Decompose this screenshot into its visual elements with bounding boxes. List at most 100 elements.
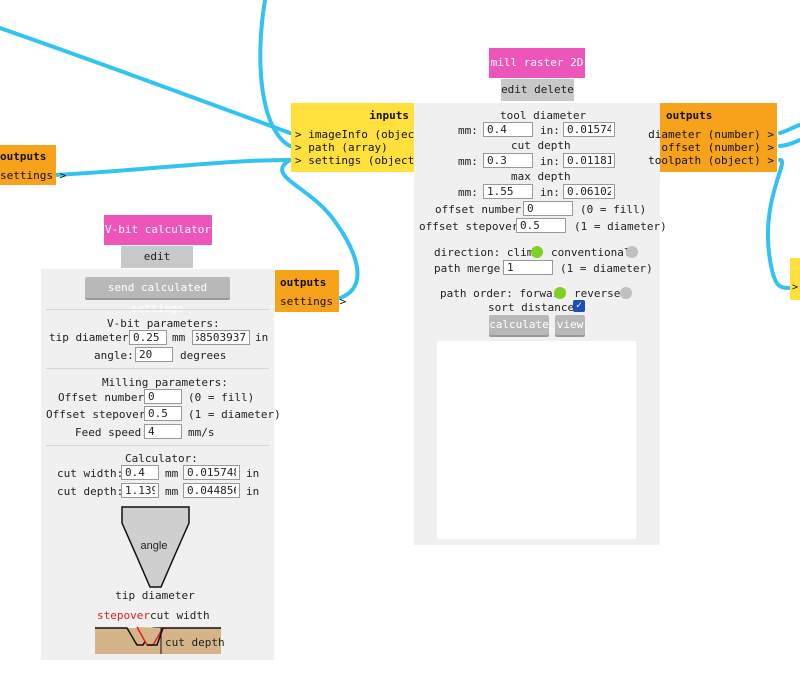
cut-profile-right [147, 627, 221, 646]
wire-settings-to-settings [53, 158, 292, 177]
feed-speed-input[interactable] [144, 424, 182, 439]
offset-number-label: offset number: [435, 203, 528, 216]
mm-label: mm: [458, 124, 478, 137]
cut-depth-in-input[interactable] [563, 153, 615, 168]
wire-diameter-out [778, 123, 800, 135]
offset-stepover-hint: (1 = diameter) [574, 220, 667, 233]
cut-depth-in-input[interactable] [183, 483, 240, 498]
mill-outputs-block: outputs diameter (number) > offset (numb… [648, 103, 777, 172]
cut-width-in-input[interactable] [183, 465, 240, 480]
offset-number-hint: (0 = fill) [580, 203, 647, 216]
in-label: in: [540, 186, 560, 199]
mm-label: mm: [458, 155, 478, 168]
path-merge-label: path merge: [434, 262, 507, 275]
sort-distance-label: sort distance: [488, 301, 581, 314]
mill-inputs-block: inputs > imageInfo (object) > path (arra… [291, 103, 427, 172]
tool-diameter-mm-input[interactable] [483, 122, 533, 137]
conventional-label: conventional [551, 246, 631, 259]
vbit-edit-delete-button[interactable]: edit delete [121, 246, 193, 285]
offset-stepover-hint: (1 = diameter) [188, 408, 281, 421]
tool-diameter-heading: tool diameter [500, 109, 587, 122]
vbit-outputs-settings[interactable]: settings > [280, 295, 347, 308]
conventional-radio[interactable] [626, 246, 638, 258]
mm-unit: mm [165, 467, 179, 480]
offset-number-input[interactable] [144, 389, 182, 404]
tip-diameter-mm-input[interactable] [129, 330, 167, 345]
mill-inputs-title: inputs [369, 109, 409, 122]
left-outputs-block: outputs settings > [0, 145, 66, 185]
mm-unit: mm [165, 485, 179, 498]
in-label: in: [540, 124, 560, 137]
input-path[interactable]: > path (array) [295, 141, 388, 154]
cut-depth-heading: cut depth [511, 139, 571, 152]
input-imageinfo[interactable]: > imageInfo (object) [295, 128, 428, 141]
send-calculated-settings-button[interactable]: send calculated settings [85, 277, 230, 315]
cut-width-label: cut width: [57, 467, 124, 480]
mm-label: mm: [458, 186, 478, 199]
vbit-outputs-title: outputs [280, 276, 327, 289]
mill-panel: tool diameter mm: in: cut depth mm: in: … [414, 103, 667, 545]
output-diameter[interactable]: diameter (number) > [648, 128, 774, 141]
calculate-button[interactable]: calculate [489, 315, 549, 335]
toolpath-preview-canvas[interactable] [437, 341, 636, 539]
path-order-label: path order: forward [440, 287, 566, 300]
in-label: in: [540, 155, 560, 168]
tip-diameter-label: tip diameter: [49, 331, 136, 344]
vbit-outputs-block: outputs settings > [275, 270, 346, 312]
cut-depth-mm-input[interactable] [483, 153, 533, 168]
degrees-unit: degrees [180, 349, 227, 362]
reverse-label: reverse [574, 287, 621, 300]
separator [46, 309, 269, 310]
right-edge-block: > [790, 258, 800, 300]
vbit-panel: send calculated settings V-bit parameter… [41, 269, 281, 660]
mill-title[interactable]: mill raster 2D [489, 48, 585, 78]
cut-width-mm-input[interactable] [121, 465, 159, 480]
vbit-title[interactable]: V-bit calculator [104, 215, 212, 245]
diagram-angle-label: angle [141, 540, 168, 552]
path-merge-hint: (1 = diameter) [560, 262, 653, 275]
output-offset[interactable]: offset (number) > [661, 141, 774, 154]
in-unit: in [255, 331, 269, 344]
wire-top-to-path [258, 0, 292, 148]
vbit-tool-shape [121, 506, 190, 588]
wire-vbit-to-settings [280, 158, 360, 300]
vbit-diagram: angle tip diameter stepover cut width cu… [95, 506, 225, 654]
calculator-heading: Calculator: [125, 452, 198, 465]
tool-diameter-in-input[interactable] [563, 122, 615, 137]
feed-speed-label: Feed speed: [75, 426, 148, 439]
sort-distance-checkbox[interactable]: ✓ [573, 300, 585, 312]
mill-edit-delete-button[interactable]: edit delete [501, 79, 574, 101]
path-merge-input[interactable] [503, 260, 553, 275]
offset-stepover-input[interactable] [144, 406, 182, 421]
offset-number-input[interactable] [523, 201, 573, 216]
output-toolpath[interactable]: toolpath (object) > [648, 154, 774, 167]
milling-params-heading: Milling parameters: [102, 376, 228, 389]
max-depth-mm-input[interactable] [483, 184, 533, 199]
view-button[interactable]: view [555, 315, 585, 335]
input-settings[interactable]: > settings (object) [295, 154, 421, 167]
feed-speed-unit: mm/s [188, 426, 215, 439]
max-depth-heading: max depth [511, 170, 571, 183]
offset-number-hint: (0 = fill) [188, 391, 255, 404]
wire-topleft-to-imageinfo [0, 26, 292, 135]
offset-stepover-label: offset stepover: [419, 220, 525, 233]
diagram-stepover-label: stepover [97, 609, 150, 622]
max-depth-in-input[interactable] [563, 184, 615, 199]
climb-radio[interactable] [531, 246, 543, 258]
cut-depth-label: cut depth: [57, 485, 124, 498]
in-unit: in [246, 467, 260, 480]
right-edge-input[interactable]: > [792, 282, 799, 293]
forward-radio[interactable] [554, 287, 566, 299]
mm-unit: mm [172, 331, 186, 344]
cut-depth-mm-input[interactable] [121, 483, 159, 498]
offset-stepover-input[interactable] [516, 218, 566, 233]
left-outputs-title: outputs [0, 150, 47, 163]
separator [46, 445, 269, 446]
offset-number-label: Offset number: [58, 391, 151, 404]
offset-stepover-label: Offset stepover: [46, 408, 152, 421]
angle-input[interactable] [135, 347, 173, 362]
reverse-radio[interactable] [620, 287, 632, 299]
left-outputs-settings[interactable]: settings > [0, 169, 67, 182]
tip-diameter-in-input[interactable] [192, 330, 250, 345]
